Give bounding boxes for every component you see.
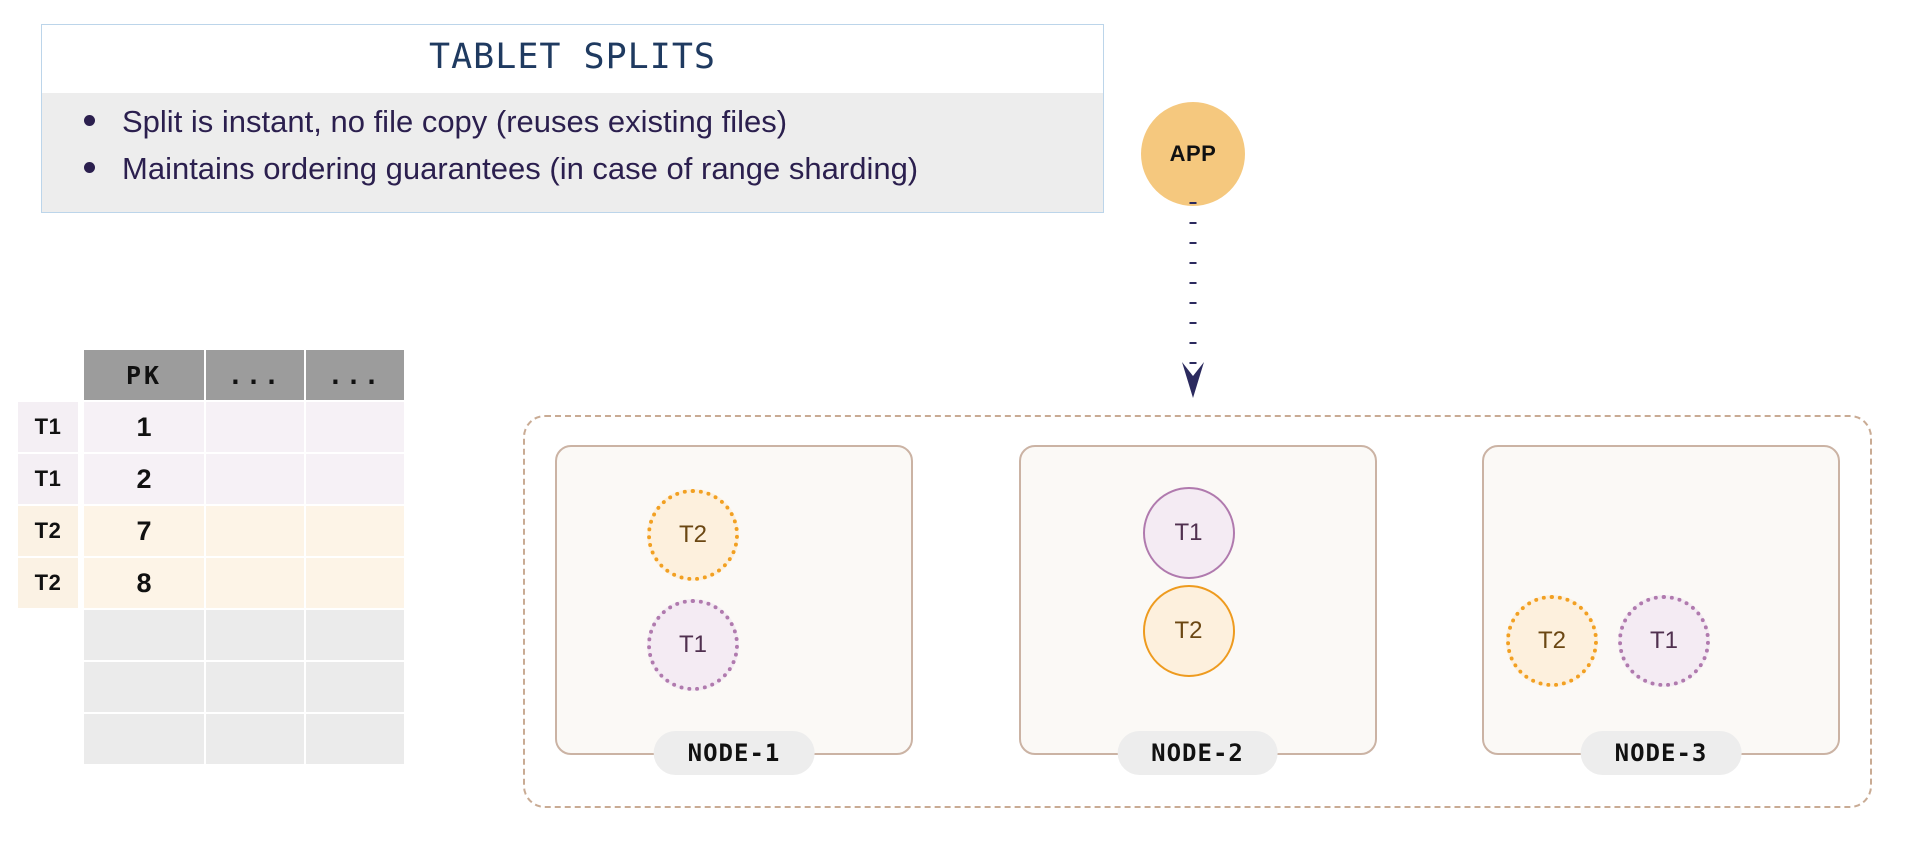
cluster-container: T2 T1 NODE-1 T1 T2 NODE-2 T2 T1 N <box>523 415 1872 808</box>
node-2[interactable]: T1 T2 NODE-2 <box>1018 445 1377 775</box>
table-cell-3 <box>306 506 404 556</box>
tablet-label: T2 <box>678 521 707 548</box>
column-header-2: ... <box>206 350 304 400</box>
app-to-cluster-arrow-icon <box>1182 202 1204 398</box>
column-header-3: ... <box>306 350 404 400</box>
table-cell-pk: 7 <box>84 506 204 556</box>
column-header-pk: PK <box>84 350 204 400</box>
table-cell-pk: 2 <box>84 454 204 504</box>
tablet-label: T2 <box>1537 627 1566 654</box>
table-cell-2 <box>206 506 304 556</box>
table-cell-pk: 8 <box>84 558 204 608</box>
table-cell-3 <box>306 558 404 608</box>
node-3-label: NODE-3 <box>1580 731 1742 775</box>
node-1-label: NODE-1 <box>653 731 815 775</box>
tablet-rows-table: PK ... ... T1 1 T1 2 T2 7 T2 8 <box>18 350 404 764</box>
bullet-list: Split is instant, no file copy (reuses e… <box>60 99 1085 192</box>
table-cell-3 <box>306 662 404 712</box>
table-cell-2 <box>206 610 304 660</box>
list-item-text: Maintains ordering guarantees (in case o… <box>122 151 919 187</box>
tablet-t2[interactable]: T2 <box>1142 585 1235 677</box>
tablet-t1[interactable]: T1 <box>1618 595 1710 687</box>
table-row-tag: T2 <box>18 506 78 556</box>
table-row-tag <box>18 714 78 764</box>
table-cell-3 <box>306 454 404 504</box>
cluster-nodes: T2 T1 NODE-1 T1 T2 NODE-2 T2 T1 N <box>525 417 1870 806</box>
tablet-label: T2 <box>1174 617 1203 644</box>
bullet-dot-icon <box>84 162 95 174</box>
table-cell-2 <box>206 662 304 712</box>
tablet-t2[interactable]: T2 <box>647 489 739 581</box>
node-1[interactable]: T2 T1 NODE-1 <box>555 445 913 775</box>
table-cell-pk <box>84 714 204 764</box>
tablet-label: T1 <box>1649 627 1678 654</box>
app-node: APP <box>1141 102 1245 206</box>
tablet-splits-callout: TABLET SPLITS Split is instant, no file … <box>41 24 1104 213</box>
table-cell-pk <box>84 610 204 660</box>
page-title: TABLET SPLITS <box>42 25 1103 93</box>
table-row-tag: T1 <box>18 454 78 504</box>
table-cell-pk: 1 <box>84 402 204 452</box>
list-item: Maintains ordering guarantees (in case o… <box>60 146 1085 191</box>
node-2-label: NODE-2 <box>1117 731 1278 775</box>
app-node-label: APP <box>1169 141 1217 166</box>
table-cell-3 <box>306 402 404 452</box>
list-item-text: Split is instant, no file copy (reuses e… <box>122 104 788 139</box>
table-row-tag: T1 <box>18 402 78 452</box>
table-cell-2 <box>206 714 304 764</box>
table-row-tag <box>18 350 78 400</box>
table-cell-pk <box>84 662 204 712</box>
tablet-label: T1 <box>1174 519 1203 546</box>
tablet-t1[interactable]: T1 <box>1142 487 1235 579</box>
bullet-dot-icon <box>84 115 95 126</box>
table-cell-2 <box>206 454 304 504</box>
tablet-label: T1 <box>678 631 707 658</box>
node-3[interactable]: T2 T1 NODE-3 <box>1482 445 1840 775</box>
callout-body: Split is instant, no file copy (reuses e… <box>42 93 1103 212</box>
table-row-tag <box>18 610 78 660</box>
table-cell-2 <box>206 558 304 608</box>
table-cell-2 <box>206 402 304 452</box>
table-cell-3 <box>306 610 404 660</box>
tablet-t1[interactable]: T1 <box>647 599 739 691</box>
table-cell-3 <box>306 714 404 764</box>
tablet-t2[interactable]: T2 <box>1506 595 1598 687</box>
table-grid: PK ... ... T1 1 T1 2 T2 7 T2 8 <box>18 350 404 764</box>
table-row-tag: T2 <box>18 558 78 608</box>
list-item: Split is instant, no file copy (reuses e… <box>60 99 1085 144</box>
table-row-tag <box>18 662 78 712</box>
